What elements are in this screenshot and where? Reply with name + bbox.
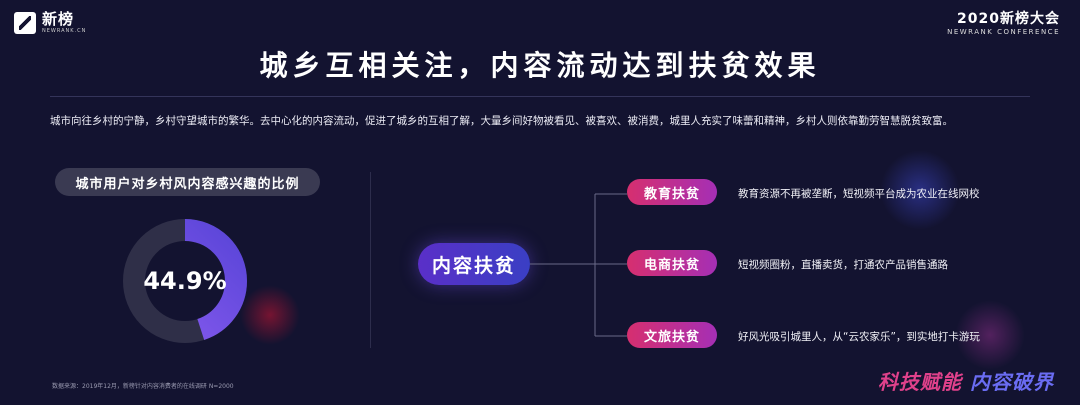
stat-label: 城市用户对乡村风内容感兴趣的比例 xyxy=(55,168,320,196)
brand-tagline: NEWRANK.CN xyxy=(42,28,87,34)
event-title: 2020新榜大会 xyxy=(957,11,1060,27)
tag-ecommerce: 电商扶贫 xyxy=(627,250,717,276)
glow-red xyxy=(240,285,300,345)
tag-tourism: 文旅扶贫 xyxy=(627,322,717,348)
desc-education: 教育资源不再被垄断，短视频平台成为农业在线网校 xyxy=(738,188,980,200)
donut-arc xyxy=(123,219,247,343)
section-divider xyxy=(370,172,371,348)
connector-bracket xyxy=(530,193,627,337)
title-divider xyxy=(50,96,1030,97)
desc-ecommerce: 短视频圈粉，直播卖货，打通农产品销售通路 xyxy=(738,259,948,271)
event-subtitle: NEWRANK CONFERENCE xyxy=(947,28,1060,36)
event-brand: 2020新榜大会 NEWRANK CONFERENCE xyxy=(947,12,1060,36)
slide-title: 城乡互相关注，内容流动达到扶贫效果 xyxy=(259,49,821,82)
slogan-part2: 内容破界 xyxy=(970,370,1054,394)
tag-education: 教育扶贫 xyxy=(627,179,717,205)
data-source-note: 数据来源：2019年12月，新榜针对内容消费者的在线调研 N=2000 xyxy=(52,383,234,390)
center-topic: 内容扶贫 xyxy=(418,243,530,285)
stat-value: 44.9% xyxy=(143,267,227,295)
brand-name: 新榜 xyxy=(42,10,75,28)
desc-tourism: 好风光吸引城里人，从“云农家乐”，到实地打卡游玩 xyxy=(738,331,980,343)
slogan-part1: 科技赋能 xyxy=(878,370,963,394)
brand-logo: 新榜 NEWRANK.CN xyxy=(14,12,86,34)
slide-subtitle: 城市向往乡村的宁静，乡村守望城市的繁华。去中心化的内容流动，促进了城乡的互相了解… xyxy=(50,115,953,127)
brand-logo-icon xyxy=(14,12,36,34)
donut-chart xyxy=(123,219,247,343)
slogan: 科技赋能 内容破界 xyxy=(878,366,1054,395)
